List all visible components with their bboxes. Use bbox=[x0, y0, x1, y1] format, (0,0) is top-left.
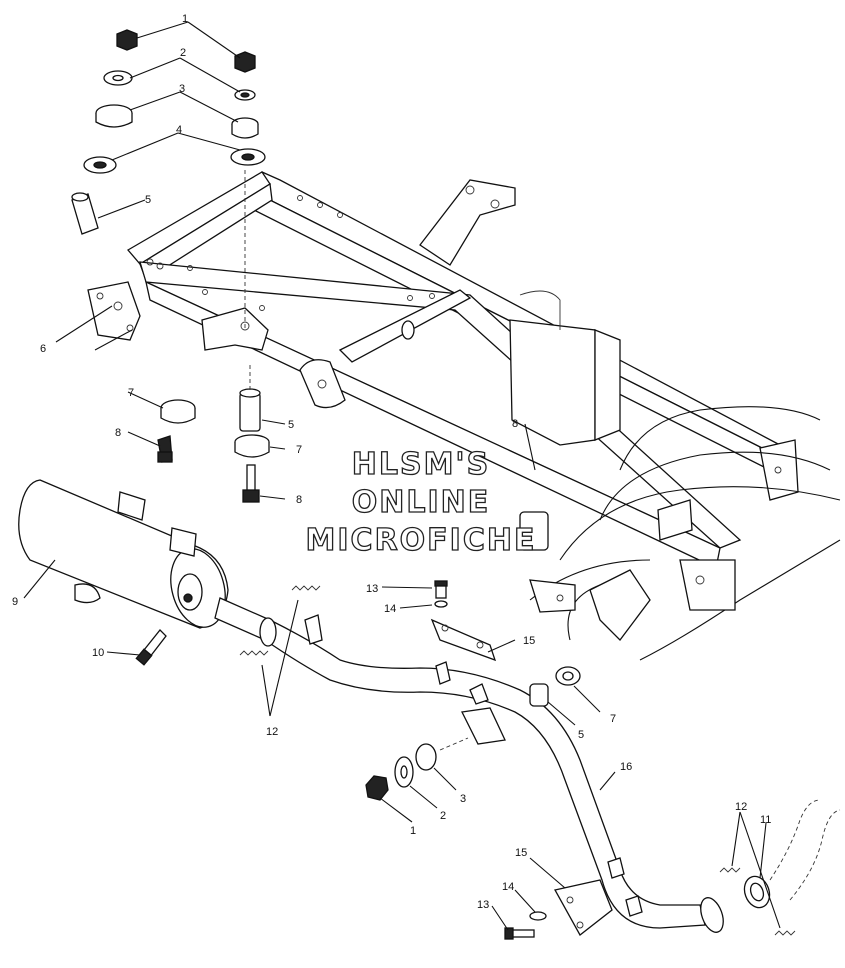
callout-10: 10 bbox=[92, 647, 104, 659]
callout-15-mid: 15 bbox=[523, 635, 535, 647]
exhaust-port bbox=[743, 799, 841, 909]
exhaust-pipe bbox=[214, 597, 724, 933]
callout-1-low: 1 bbox=[410, 825, 416, 837]
callout-5-mid: 5 bbox=[288, 419, 294, 431]
callout-6: 6 bbox=[40, 343, 46, 355]
callout-7-right: 7 bbox=[610, 713, 616, 725]
callout-3-low: 3 bbox=[460, 793, 466, 805]
callout-8-left: 8 bbox=[115, 427, 121, 439]
rail-holes bbox=[146, 195, 435, 311]
springs bbox=[239, 585, 796, 936]
callout-11: 11 bbox=[760, 814, 771, 826]
watermark-line-2: ONLINE bbox=[352, 485, 491, 520]
callout-13-mid: 13 bbox=[366, 583, 378, 595]
callout-2-top: 2 bbox=[180, 47, 186, 59]
callout-7-left: 7 bbox=[128, 387, 134, 399]
bolt-10 bbox=[135, 629, 167, 666]
callout-8-right: 8 bbox=[512, 418, 518, 430]
callout-labels: 1 2 3 4 5 6 7 8 5 7 8 8 9 10 12 13 14 15… bbox=[12, 13, 771, 911]
callout-2-low: 2 bbox=[440, 810, 446, 822]
callout-4-top: 4 bbox=[176, 124, 182, 136]
left-mount-hardware bbox=[71, 29, 138, 235]
callout-16: 16 bbox=[620, 761, 632, 773]
callout-8-mid: 8 bbox=[296, 494, 302, 506]
watermark: HLSM'S ONLINE MICROFICHE bbox=[305, 446, 537, 558]
bracket-6 bbox=[87, 281, 141, 341]
callout-7-mid: 7 bbox=[296, 444, 302, 456]
callout-5-top: 5 bbox=[145, 194, 151, 206]
callout-15-low: 15 bbox=[515, 847, 527, 859]
right-mount-hardware bbox=[230, 51, 266, 330]
lower-bracket-hardware bbox=[504, 879, 613, 940]
center-lower-hardware bbox=[234, 365, 270, 503]
callout-3-top: 3 bbox=[179, 83, 185, 95]
left-lower-hardware bbox=[157, 399, 196, 463]
callout-9: 9 bbox=[12, 596, 18, 608]
watermark-line-1: HLSM'S bbox=[352, 447, 490, 482]
callout-1-top: 1 bbox=[182, 13, 188, 25]
callout-12-right: 12 bbox=[735, 801, 747, 813]
callout-14-mid: 14 bbox=[384, 603, 396, 615]
mid-bracket-hardware bbox=[430, 580, 581, 707]
callout-14-low: 14 bbox=[502, 881, 514, 893]
muffler bbox=[18, 479, 229, 629]
callout-13-low: 13 bbox=[477, 899, 489, 911]
callout-12-left: 12 bbox=[266, 726, 278, 738]
watermark-line-3: MICROFICHE bbox=[306, 523, 537, 558]
callout-5-right: 5 bbox=[578, 729, 584, 741]
lower-hardware-stack bbox=[365, 737, 469, 801]
leader-lines bbox=[23, 21, 781, 931]
frame-assembly bbox=[126, 171, 841, 661]
